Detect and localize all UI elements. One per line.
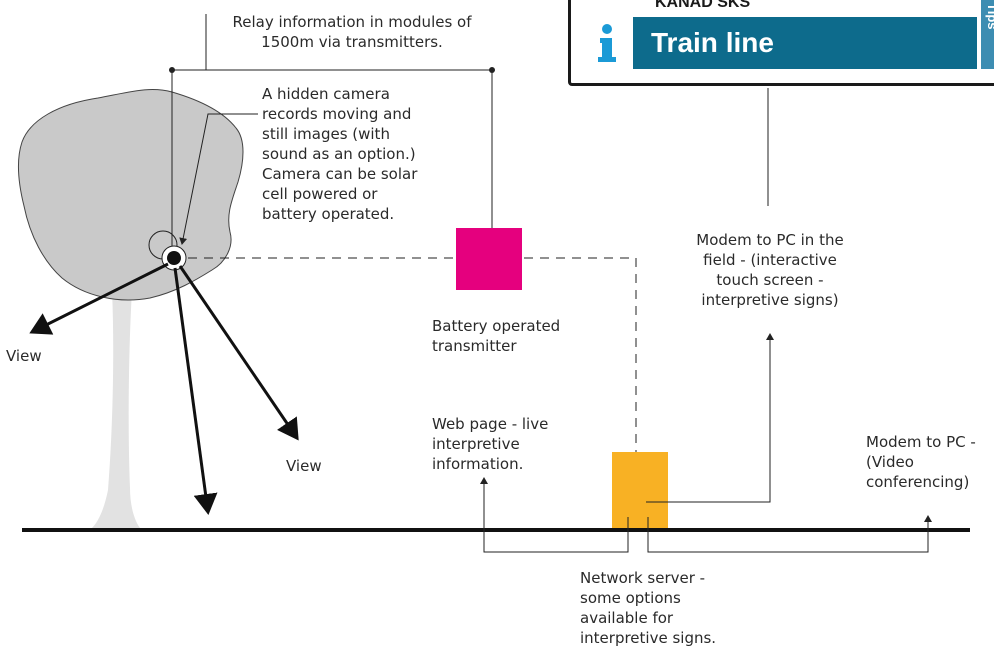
battery-transmitter-box: [456, 228, 522, 290]
network-server-box: [612, 452, 668, 530]
sign-top-text: KANAD SKS: [655, 0, 751, 11]
link-modem-field: [646, 333, 774, 503]
web-page-label: Web page - live interpretive information…: [432, 415, 549, 473]
relay-label: Relay information in modules of 1500m vi…: [232, 13, 472, 51]
dashed-signal-link: [188, 257, 637, 452]
sign-side-tab: Tips: [981, 0, 994, 69]
info-icon: [581, 17, 633, 69]
view-arrow-right: [178, 265, 299, 441]
camera-pointer: [179, 113, 258, 245]
network-server-label: Network server - some options available …: [580, 569, 717, 647]
camera-label: A hidden camera records moving and still…: [262, 85, 418, 223]
interpretive-sign-panel: KANAD SKS Train line Tips: [568, 0, 994, 86]
link-web-page: [480, 477, 629, 553]
view-label-right: View: [286, 457, 322, 475]
link-modem-video: [647, 515, 932, 553]
view-label-left: View: [6, 347, 42, 365]
modem-field-label: Modem to PC in the field - (interactive …: [696, 231, 844, 309]
tree-trunk: [92, 290, 140, 528]
sign-tab-text: Tips: [985, 3, 994, 30]
sign-title-band: Train line: [581, 17, 977, 69]
battery-transmitter-label: Battery operated transmitter: [432, 317, 561, 355]
camera-lens: [167, 251, 181, 265]
sign-title: Train line: [651, 27, 774, 58]
tree-canopy: [17, 89, 244, 301]
view-arrow-down: [173, 267, 218, 515]
view-arrow-left: [29, 262, 169, 335]
modem-video-label: Modem to PC - (Video conferencing): [866, 433, 976, 491]
